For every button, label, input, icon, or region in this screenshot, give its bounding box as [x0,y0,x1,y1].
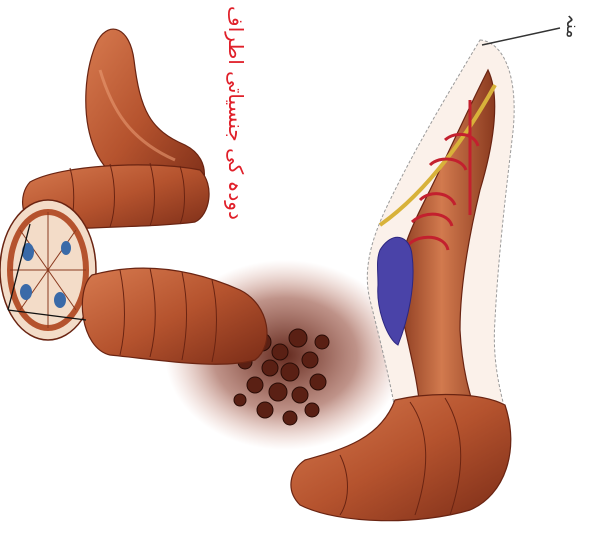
mouth-label: منہ [563,14,580,38]
worm-dissected-front [367,40,514,410]
mouth-pointer-line [482,28,560,45]
diagram-caption: دودہ کی جنسیاتی اطراف [226,6,246,220]
